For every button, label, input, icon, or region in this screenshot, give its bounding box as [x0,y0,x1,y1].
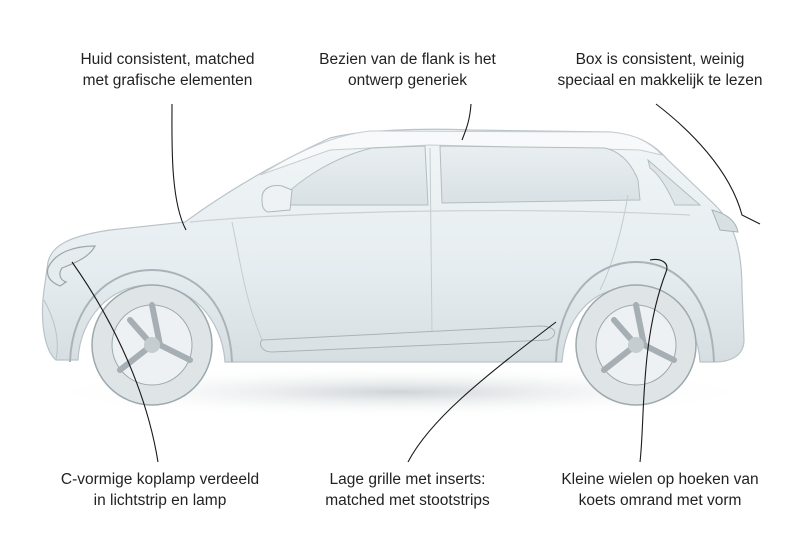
door-line-rear [599,194,629,291]
annotation-headlamp-line-1: C-vormige koplamp verdeeld [60,471,260,488]
annotation-flank: Bezien van de flank is het ontwerp gener… [300,49,515,91]
leader-box [655,103,761,225]
annotation-box: Box is consistent, weinig speciaal en ma… [540,49,780,91]
leader-wheels [639,258,668,463]
annotation-flank-line-1: Bezien van de flank is het [319,51,496,68]
annotation-grille-line-1: Lage grille met inserts: [329,471,486,488]
front-wheel-arch [69,268,233,363]
side-mirror [261,185,293,213]
annotation-skin-line-2: met grafische elementen [82,72,253,89]
ground-shadow [40,366,760,418]
annotation-lines [71,103,761,463]
front-hub [144,337,160,353]
front-bumper [43,299,58,361]
tail-light [711,209,739,233]
annotation-wheels-line-1: Kleine wielen op hoeken van [561,471,759,488]
annotation-headlamp: C-vormige koplamp verdeeld in lichtstrip… [40,469,280,511]
annotation-box-line-2: speciaal en makkelijk te lezen [557,72,763,89]
annotation-wheels: Kleine wielen op hoeken van koets omrand… [540,469,780,511]
belt-line [189,209,691,223]
side-strip [259,325,556,353]
rear-wheel-arch [555,260,715,363]
annotation-skin: Huid consistent, matched met grafische e… [60,49,275,91]
annotation-grille: Lage grille met inserts: matched met sto… [300,469,515,511]
annotation-wheels-line-2: koets omrand met vorm [578,492,742,509]
headlamp [46,245,96,287]
annotation-skin-line-1: Huid consistent, matched [80,51,255,68]
rear-hub [628,337,644,353]
leader-headlamp [71,261,159,463]
car-roof [259,130,664,176]
leader-flank [461,103,472,141]
annotation-flank-line-2: ontwerp generiek [348,72,467,89]
annotation-box-line-1: Box is consistent, weinig [575,51,745,68]
annotation-grille-line-2: matched met stootstrips [325,492,490,509]
annotation-headlamp-line-2: in lichtstrip en lamp [93,492,227,509]
door-line-front [429,147,433,333]
leader-skin [171,103,187,231]
rear-quarter-window [647,158,702,206]
door-line-front-edge [231,221,263,341]
leader-grille [407,321,557,463]
rear-window [439,145,641,204]
